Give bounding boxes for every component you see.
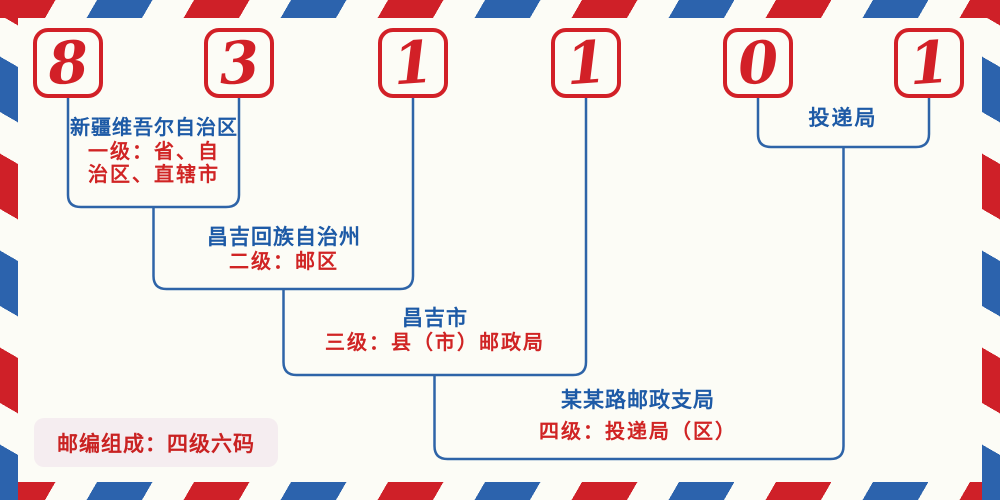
digit-1: 8 <box>45 27 91 99</box>
digit-5: 0 <box>735 27 781 99</box>
digit-box-4: 1 <box>551 28 621 98</box>
level1-annotation: 新疆维吾尔自治区 一级：省、自 治区、直辖市 <box>70 115 238 187</box>
digit-2: 3 <box>216 27 262 99</box>
level3-annotation: 昌吉市 三级：县（市）邮政局 <box>325 306 545 355</box>
level2-annotation: 昌吉回族自治州 二级：邮区 <box>207 225 361 274</box>
delivery-office-annotation: 投递局 <box>809 106 878 132</box>
delivery-office-label: 投递局 <box>808 107 878 130</box>
digit-3: 1 <box>390 27 436 99</box>
level4-annotation: 某某路邮政支局 四级：投递局（区） <box>539 388 737 444</box>
level1-region-label: 新疆维吾尔自治区 <box>70 117 238 139</box>
level1-desc-line1: 一级：省、自 <box>88 141 220 163</box>
level2-region-label: 昌吉回族自治州 <box>207 226 361 249</box>
level1-desc-line2: 治区、直辖市 <box>88 164 220 186</box>
digit-box-6: 1 <box>894 28 964 98</box>
postal-code-composition-text: 邮编组成：四级六码 <box>57 432 255 456</box>
level4-desc: 四级：投递局（区） <box>539 421 737 443</box>
level4-region-label: 某某路邮政支局 <box>561 389 715 412</box>
connector-delivery-bracket <box>756 97 931 149</box>
connector-level4-bracket <box>433 147 845 461</box>
digit-6: 1 <box>906 27 952 99</box>
level2-desc: 二级：邮区 <box>229 251 339 273</box>
digit-box-2: 3 <box>204 28 274 98</box>
digit-box-1: 8 <box>33 28 103 98</box>
digit-4: 1 <box>563 27 609 99</box>
level3-desc: 三级：县（市）邮政局 <box>325 332 545 354</box>
digit-box-3: 1 <box>378 28 448 98</box>
digit-box-5: 0 <box>723 28 793 98</box>
level3-region-label: 昌吉市 <box>402 307 468 330</box>
postal-code-composition-badge: 邮编组成：四级六码 <box>34 418 278 467</box>
